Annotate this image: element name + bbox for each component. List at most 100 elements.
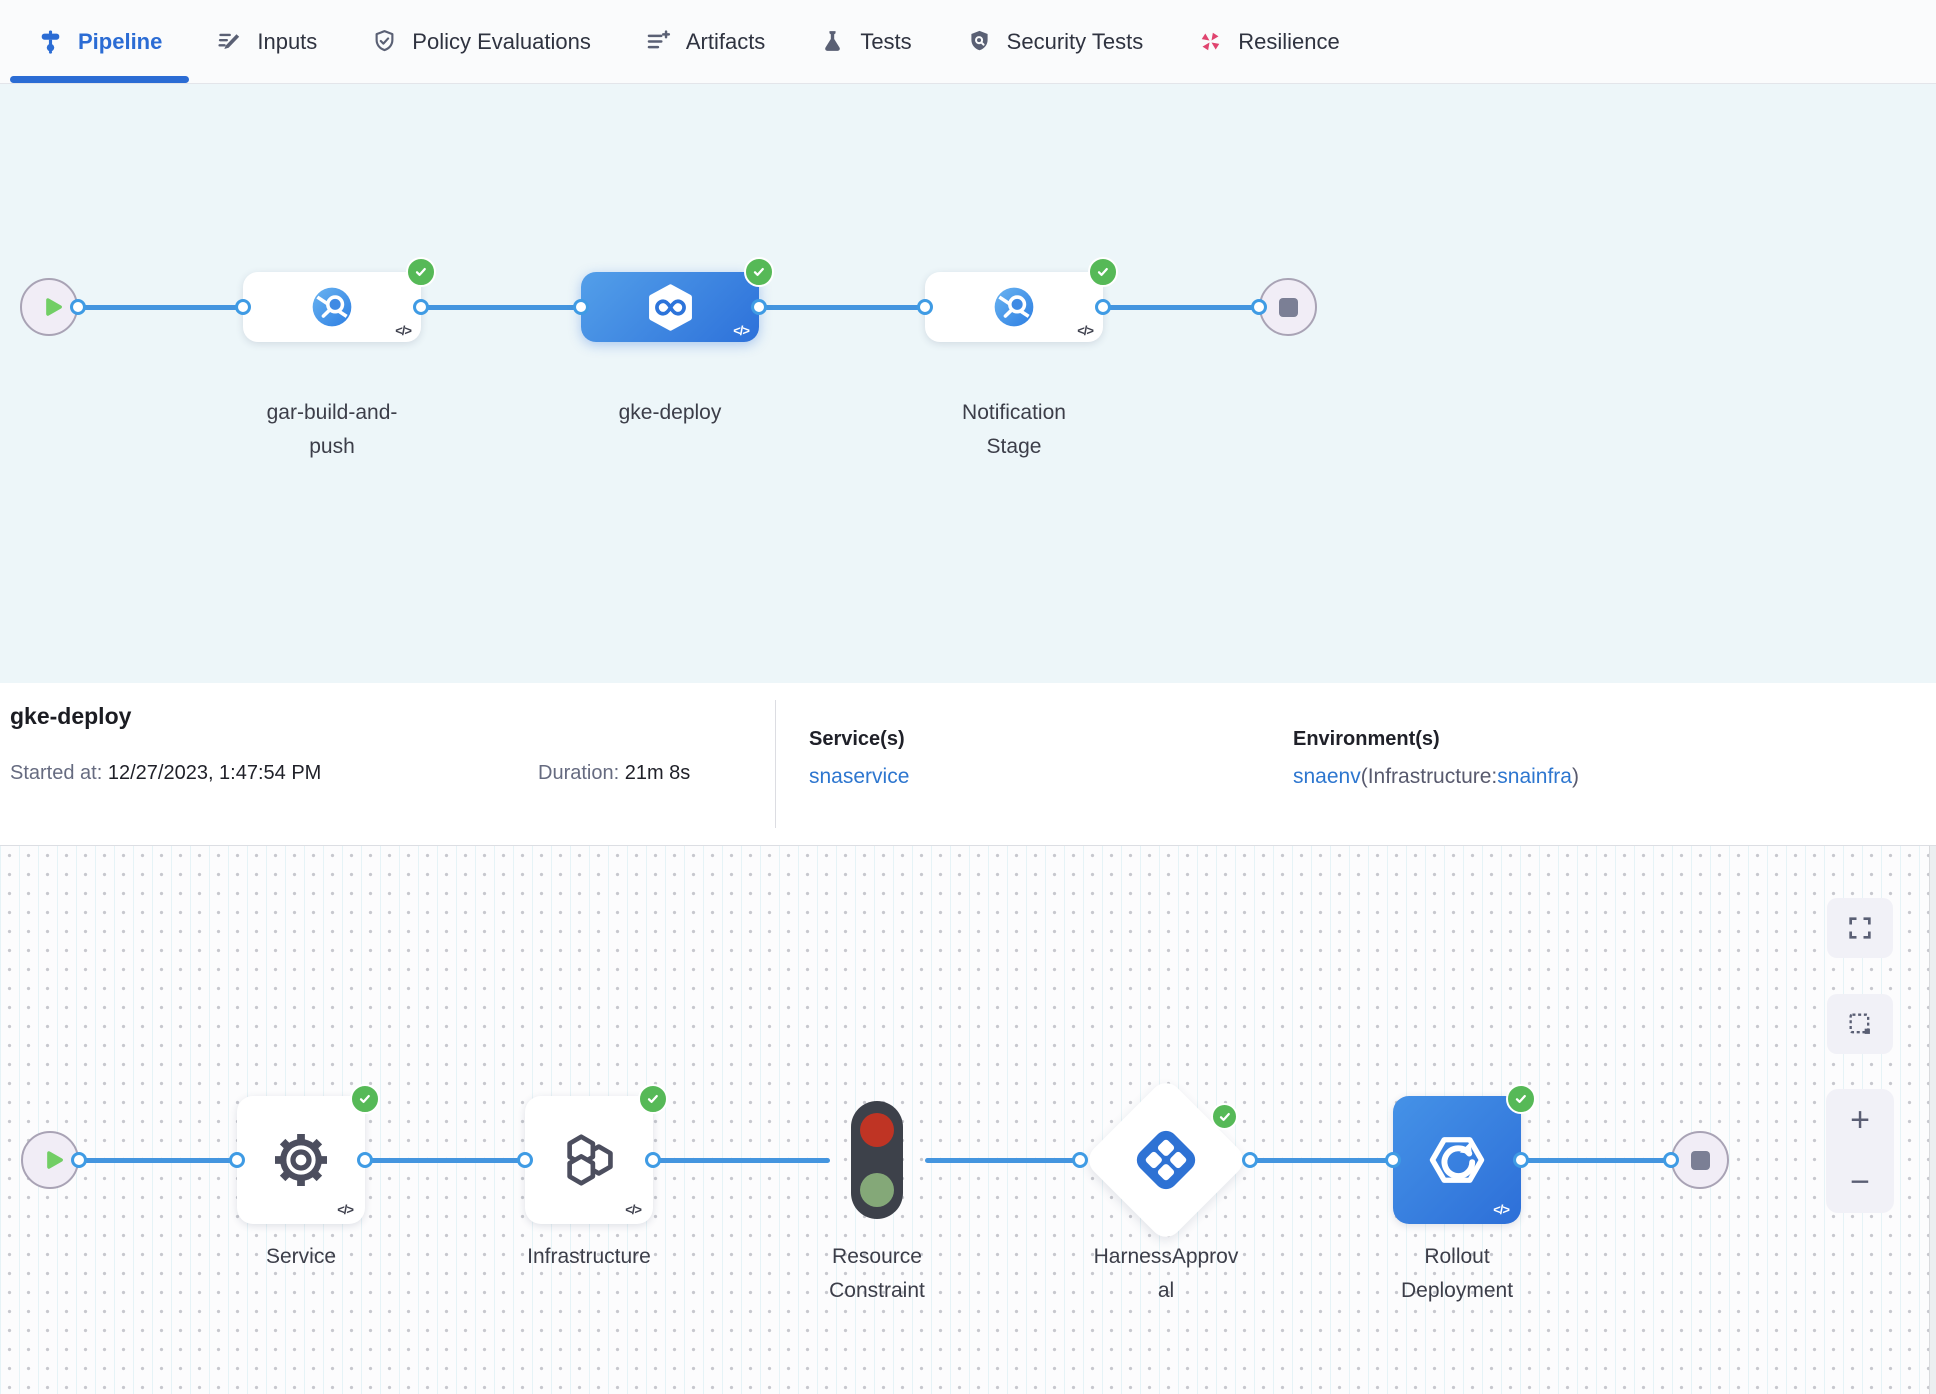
selection-mode-button[interactable] (1827, 994, 1893, 1054)
code-glyph: </> (337, 1202, 354, 1217)
stage-graph-canvas[interactable]: </> </> </> (0, 84, 1936, 683)
stage-details-bar: gke-deploy Started at: 12/27/2023, 1:47:… (0, 683, 1936, 846)
node-port (1385, 1152, 1401, 1168)
stage-label: Notification Stage (962, 401, 1066, 458)
stage-label: gke-deploy (618, 401, 722, 424)
code-glyph: </> (1493, 1202, 1510, 1217)
node-port (573, 299, 589, 315)
rollout-deployment-icon (1425, 1128, 1489, 1192)
success-badge (1088, 257, 1118, 287)
stage-title: gke-deploy (10, 703, 132, 729)
environments-label: Environment(s) (1293, 728, 1440, 750)
infrastructure-prefix: (Infrastructure: (1360, 765, 1498, 788)
hexagons-icon (558, 1129, 620, 1191)
green-light (860, 1173, 894, 1207)
step-label: Service (265, 1245, 337, 1268)
approval-diamond-icon (1127, 1121, 1205, 1199)
connector (759, 305, 925, 310)
node-port (1242, 1152, 1258, 1168)
tab-resilience[interactable]: Resilience (1170, 0, 1367, 83)
red-light (860, 1113, 894, 1147)
node-port (235, 299, 251, 315)
node-port (229, 1152, 245, 1168)
connector (365, 1158, 525, 1163)
deploy-stage-icon (645, 282, 696, 333)
node-port (413, 299, 429, 315)
duration-value: 21m 8s (624, 762, 691, 784)
service-link[interactable]: snaservice (809, 765, 910, 788)
execution-tab-bar: Pipeline Inputs Policy Evaluations Artif… (0, 0, 1936, 84)
node-port (1095, 299, 1111, 315)
infrastructure-suffix: ) (1571, 765, 1579, 788)
pipeline-icon (37, 28, 64, 55)
connector (421, 305, 581, 310)
gear-icon (271, 1130, 331, 1190)
success-badge (744, 257, 774, 287)
tab-label: Security Tests (1006, 28, 1144, 54)
environment-value: snaenv(Infrastructure:snainfra) (1293, 765, 1579, 789)
stage-label: gar-build-and-push (266, 401, 398, 458)
custom-stage-icon (309, 284, 355, 330)
execution-start-node (21, 1131, 79, 1189)
node-port (357, 1152, 373, 1168)
stop-icon (1690, 1150, 1710, 1170)
node-port (71, 1152, 87, 1168)
zoom-in-button[interactable]: + (1850, 1100, 1870, 1139)
connector (1103, 305, 1259, 310)
tab-pipeline[interactable]: Pipeline (10, 0, 190, 83)
started-at-value: 12/27/2023, 1:47:54 PM (107, 762, 322, 784)
node-port (1251, 299, 1267, 315)
node-port (70, 299, 86, 315)
tab-label: Resilience (1238, 28, 1340, 54)
step-node-rollout-deployment[interactable]: </> (1393, 1096, 1521, 1224)
fullscreen-button[interactable] (1827, 898, 1893, 958)
success-badge (350, 1084, 380, 1114)
artifacts-list-plus-icon (645, 28, 672, 55)
services-label: Service(s) (809, 728, 905, 750)
step-node-service[interactable]: </> (237, 1096, 365, 1224)
tab-label: Tests (860, 28, 912, 54)
tab-security-tests[interactable]: Security Tests (939, 0, 1171, 83)
infrastructure-link[interactable]: snainfra (1497, 765, 1572, 788)
tab-label: Policy Evaluations (412, 28, 591, 54)
tab-inputs[interactable]: Inputs (189, 0, 344, 83)
resource-constraint-traffic-light-icon[interactable] (851, 1101, 903, 1219)
tab-policy-evaluations[interactable]: Policy Evaluations (344, 0, 618, 83)
vertical-scrollbar[interactable] (1929, 846, 1936, 1394)
stage-node-gar-build-and-push[interactable]: </> (243, 272, 421, 342)
play-icon (39, 1146, 67, 1174)
zoom-out-button[interactable]: − (1850, 1162, 1870, 1201)
node-port (517, 1152, 533, 1168)
connector (1250, 1158, 1393, 1163)
connector (653, 1158, 830, 1163)
success-badge (638, 1084, 668, 1114)
step-label: HarnessApproval (1093, 1245, 1239, 1302)
execution-graph-canvas[interactable]: </> </> (0, 846, 1936, 1394)
started-at-label: Started at: (10, 762, 103, 784)
stage-node-notification-stage[interactable]: </> (925, 272, 1103, 342)
pipeline-end-node (1259, 278, 1317, 336)
node-port (751, 299, 767, 315)
stage-node-gke-deploy[interactable]: </> (581, 272, 759, 342)
tab-label: Inputs (257, 28, 318, 54)
flask-icon (819, 28, 846, 55)
code-glyph: </> (395, 323, 412, 338)
policy-shield-check-icon (371, 28, 398, 55)
success-badge (406, 257, 436, 287)
node-port (917, 299, 933, 315)
success-badge (1506, 1084, 1536, 1114)
environment-link[interactable]: snaenv (1293, 765, 1361, 788)
code-glyph: </> (625, 1202, 642, 1217)
node-port (645, 1152, 661, 1168)
step-label: Rollout Deployment (1400, 1245, 1514, 1302)
step-label: Infrastructure (527, 1245, 651, 1268)
step-node-infrastructure[interactable]: </> (525, 1096, 653, 1224)
security-shield-icon (966, 28, 993, 55)
pipeline-start-node (20, 278, 78, 336)
tab-artifacts[interactable]: Artifacts (618, 0, 792, 83)
custom-stage-icon (991, 284, 1037, 330)
stop-icon (1278, 297, 1298, 317)
tab-tests[interactable]: Tests (792, 0, 938, 83)
duration-label: Duration: (538, 762, 620, 784)
